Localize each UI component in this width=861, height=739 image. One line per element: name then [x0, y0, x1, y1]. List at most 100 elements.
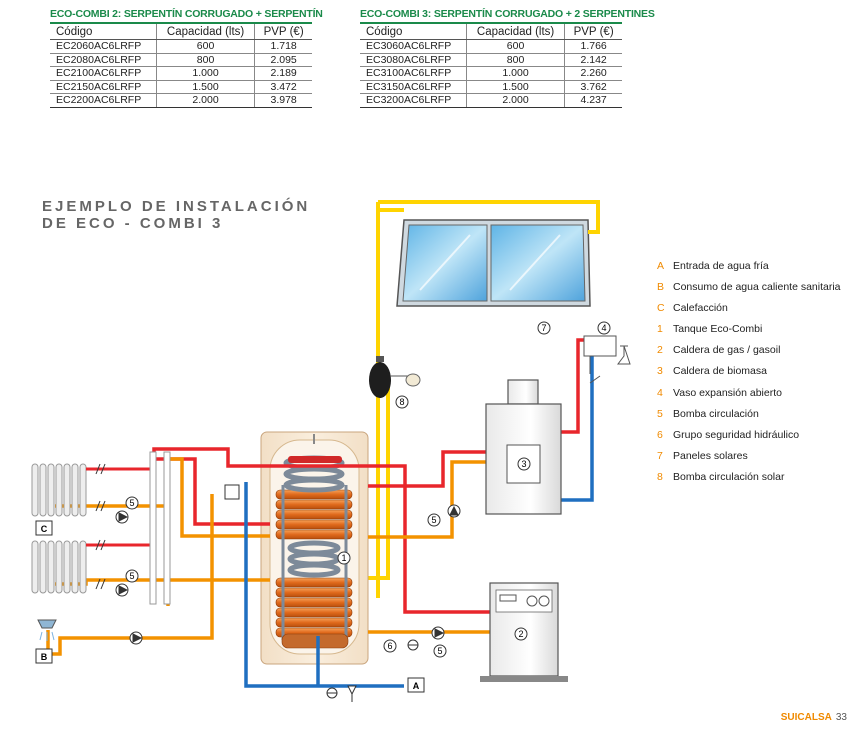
- label-5: 5: [129, 571, 134, 581]
- cell-codigo: EC3080AC6LRFP: [360, 53, 467, 67]
- cell-capacidad: 1.500: [155, 80, 255, 94]
- brand-name: SUICALSA: [780, 712, 832, 723]
- label-7: 7: [541, 323, 546, 333]
- col-pvp: PVP (€): [254, 22, 312, 40]
- page-number: 33: [835, 712, 847, 723]
- legend-key: 6: [657, 428, 663, 441]
- legend-item: 5 Bomba circulación: [657, 407, 841, 428]
- price-table: Código Capacidad (lts) PVP (€) EC2060AC6…: [50, 22, 312, 108]
- safety-group-icon: [224, 484, 419, 702]
- cell-capacidad: 2.000: [155, 93, 255, 108]
- table-eco-combi-3: ECO-COMBI 3: SERPENTÍN CORRUGADO + 2 SER…: [360, 8, 655, 108]
- legend-key: 2: [657, 344, 663, 357]
- cell-codigo: EC2060AC6LRFP: [50, 39, 157, 54]
- legend-key: C: [657, 302, 665, 315]
- cell-codigo: EC2200AC6LRFP: [50, 93, 157, 108]
- example-title: EJEMPLO DE INSTALACIÓN DE ECO - COMBI 3: [42, 198, 310, 232]
- legend-key: 1: [657, 323, 663, 336]
- legend-text: Bomba circulación solar: [673, 470, 785, 483]
- label-b: B: [41, 652, 48, 662]
- label-5: 5: [431, 515, 436, 525]
- solar-panel-icon: [396, 219, 591, 307]
- cell-codigo: EC2080AC6LRFP: [50, 53, 157, 67]
- label-5: 5: [437, 646, 442, 656]
- table-title: ECO-COMBI 3: SERPENTÍN CORRUGADO + 2 SER…: [360, 8, 655, 20]
- legend-text: Vaso expansión abierto: [673, 386, 782, 399]
- cell-capacidad: 1.500: [465, 80, 565, 94]
- legend-item: 2 Caldera de gas / gasoil: [657, 343, 841, 364]
- legend-text: Caldera de gas / gasoil: [673, 344, 781, 357]
- cell-pvp: 3.472: [254, 80, 312, 94]
- label-3: 3: [521, 459, 526, 469]
- legend-item: 3 Caldera de biomasa: [657, 364, 841, 385]
- cell-pvp: 3.762: [564, 80, 622, 94]
- col-pvp: PVP (€): [564, 22, 622, 40]
- diagram-letter-labels: C B A: [35, 520, 425, 693]
- cell-pvp: 2.189: [254, 66, 312, 81]
- cell-pvp: 4.237: [564, 93, 622, 108]
- cell-capacidad: 2.000: [465, 93, 565, 108]
- cell-codigo: EC2100AC6LRFP: [50, 66, 157, 81]
- legend-item: 1 Tanque Eco-Combi: [657, 322, 841, 343]
- legend-text: Paneles solares: [673, 449, 748, 462]
- solar-pump-icon: [369, 356, 421, 398]
- tank-eco-combi: [260, 431, 369, 665]
- table-eco-combi-2: ECO-COMBI 2: SERPENTÍN CORRUGADO + SERPE…: [50, 8, 323, 108]
- price-table: Código Capacidad (lts) PVP (€) EC3060AC6…: [360, 22, 622, 108]
- radiator-icon: [31, 451, 171, 605]
- legend-item: 6 Grupo seguridad hidráulico: [657, 428, 841, 449]
- pipe-break-marks: [95, 463, 106, 590]
- legend-text: Caldera de biomasa: [673, 365, 767, 378]
- cell-capacidad: 800: [155, 53, 255, 67]
- cell-pvp: 1.766: [564, 39, 622, 54]
- cell-pvp: 2.095: [254, 53, 312, 67]
- example-title-line2: DE ECO - COMBI 3: [42, 215, 224, 232]
- label-8: 8: [399, 397, 404, 407]
- legend-text: Bomba circulación: [673, 407, 759, 420]
- legend-item: 8 Bomba circulación solar: [657, 470, 841, 491]
- label-2: 2: [518, 629, 523, 639]
- expansion-vessel-icon: [583, 335, 631, 384]
- col-capacidad: Capacidad (lts): [465, 22, 565, 40]
- legend-key: B: [657, 281, 665, 294]
- cell-pvp: 3.978: [254, 93, 312, 108]
- cell-capacidad: 800: [465, 53, 565, 67]
- label-5: 5: [129, 498, 134, 508]
- col-codigo: Código: [360, 22, 467, 40]
- label-6: 6: [387, 641, 392, 651]
- legend-text: Entrada de agua fría: [673, 260, 769, 272]
- label-1: 1: [341, 553, 346, 563]
- cell-pvp: 2.260: [564, 66, 622, 81]
- cell-codigo: EC3150AC6LRFP: [360, 80, 467, 94]
- legend-item: 4 Vaso expansión abierto: [657, 386, 841, 407]
- cell-capacidad: 1.000: [155, 66, 255, 81]
- diagram-number-labels: [125, 321, 611, 658]
- legend-key: A: [657, 260, 665, 272]
- pump-icon: [115, 504, 461, 645]
- cell-codigo: EC2150AC6LRFP: [50, 80, 157, 94]
- legend-key: 4: [657, 386, 663, 399]
- cell-codigo: EC3100AC6LRFP: [360, 66, 467, 81]
- col-capacidad: Capacidad (lts): [155, 22, 255, 40]
- example-title-line1: EJEMPLO DE INSTALACIÓN: [42, 198, 311, 215]
- label-c: C: [41, 524, 48, 534]
- legend-key: 3: [657, 365, 663, 378]
- legend-text: Tanque Eco-Combi: [673, 323, 763, 336]
- cell-capacidad: 600: [465, 39, 565, 54]
- cell-pvp: 2.142: [564, 53, 622, 67]
- legend-key: 8: [657, 470, 663, 483]
- table-title: ECO-COMBI 2: SERPENTÍN CORRUGADO + SERPE…: [50, 8, 323, 20]
- legend-text: Grupo seguridad hidráulico: [673, 428, 800, 441]
- legend-key: 5: [657, 407, 663, 420]
